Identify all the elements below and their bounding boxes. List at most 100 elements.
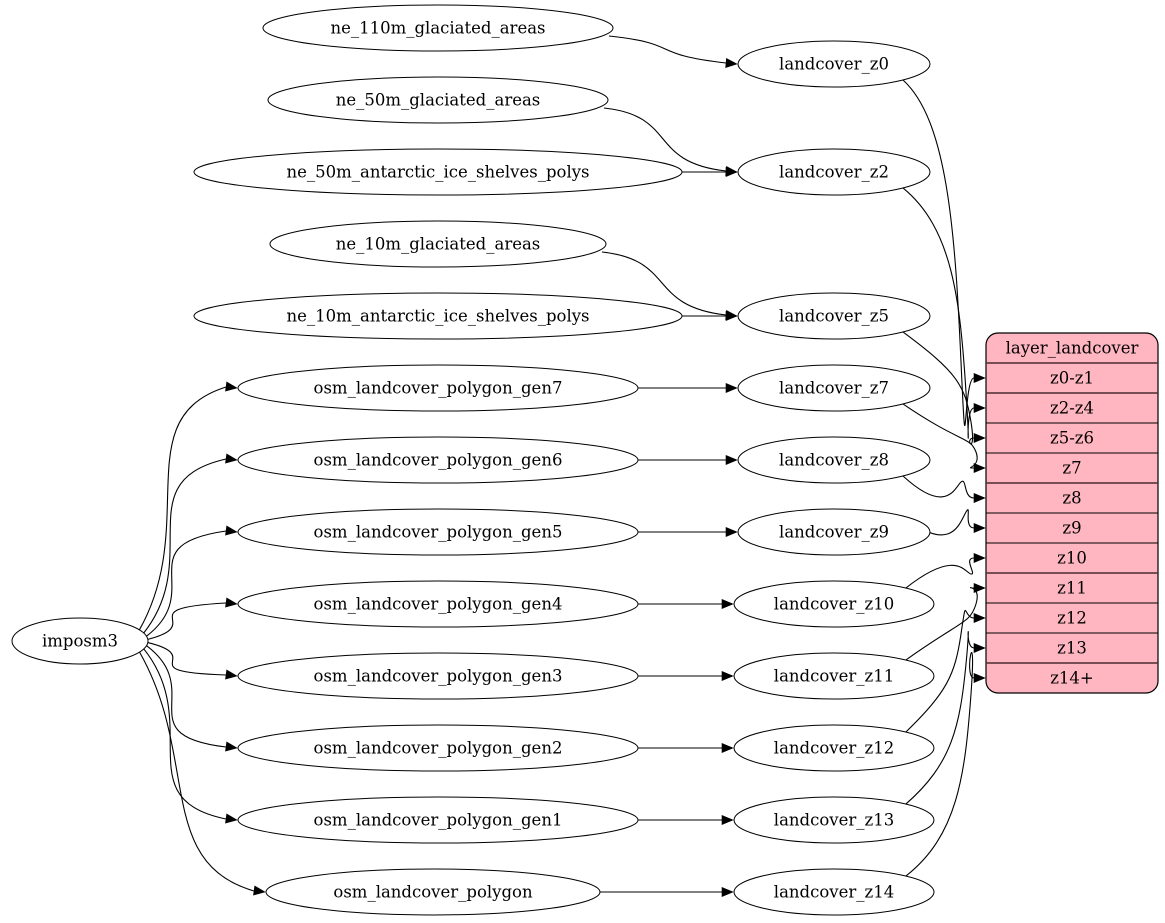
node-lc_z2[interactable] [737,148,931,196]
edge-imposm3-fanout [147,642,227,676]
node-label-lc_z11: landcover_z11 [774,667,894,686]
node-label-ne50m_glaciated: ne_50m_glaciated_areas [336,91,541,110]
node-label-osm_gen5: osm_landcover_polygon_gen5 [314,523,563,542]
edge-arrowhead [973,612,986,624]
node-lc_z12[interactable] [733,724,935,772]
node-imposm3[interactable] [11,617,149,665]
node-ne10m_antarctic[interactable] [193,292,683,340]
edge-arrowhead [225,813,238,824]
table-row-label: z14+ [1050,669,1094,688]
node-label-lc_z8: landcover_z8 [779,451,889,470]
edge-arrowhead [721,742,734,754]
node-osm_gen1[interactable] [237,796,639,844]
nodes-layer [11,4,935,916]
node-lc_z5[interactable] [737,292,931,340]
node-lc_z13[interactable] [733,796,935,844]
edge-arrowhead [225,525,238,536]
node-label-lc_z0: landcover_z0 [779,55,889,74]
edge-to-table-row [902,79,975,427]
node-lc_z14[interactable] [733,868,935,916]
edge-arrowhead [973,552,986,564]
node-osm_gen6[interactable] [237,436,639,484]
edge-arrowhead [973,672,986,684]
node-lc_z10[interactable] [733,580,935,628]
node-osm_gen4[interactable] [237,580,639,628]
node-label-osm_polygon: osm_landcover_polygon [333,883,533,902]
table-row-label: z0-z1 [1050,369,1094,388]
edge-arrowhead [725,57,738,69]
edge-to-table-row [902,403,978,469]
table-row-label: z8 [1062,489,1081,508]
node-osm_gen5[interactable] [237,508,639,556]
edge-arrowhead [973,462,986,474]
edge-node-to-node [601,251,727,316]
node-label-osm_gen4: osm_landcover_polygon_gen4 [314,595,563,614]
node-osm_gen7[interactable] [237,364,639,412]
edge-arrowhead [725,166,738,178]
table-row-label: z13 [1057,639,1087,658]
table-header-label: layer_landcover [1006,339,1139,358]
node-ne110m_glaciated[interactable] [262,4,614,52]
table-row-label: z2-z4 [1050,399,1094,418]
edge-arrowhead [225,597,238,608]
edge-to-table-row [902,475,975,499]
node-label-osm_gen6: osm_landcover_polygon_gen6 [314,451,563,470]
node-ne50m_glaciated[interactable] [267,76,609,124]
node-osm_polygon[interactable] [265,868,601,916]
node-label-lc_z5: landcover_z5 [779,307,889,326]
edge-to-table-row [905,651,975,877]
node-lc_z0[interactable] [737,40,931,88]
edge-arrowhead [721,814,734,826]
edge-imposm3-fanout [139,651,255,892]
edge-arrowhead [725,454,738,466]
edge-imposm3-fanout [143,458,227,634]
node-label-lc_z12: landcover_z12 [774,739,894,758]
table-row-label: z11 [1057,579,1087,598]
edge-arrowhead [225,381,238,392]
table-row-label: z12 [1057,609,1087,628]
edge-node-to-node [603,107,727,172]
edge-arrowhead [225,741,238,752]
node-ne50m_antarctic[interactable] [193,148,683,196]
node-lc_z8[interactable] [737,436,931,484]
node-ne10m_glaciated[interactable] [269,220,607,268]
node-label-osm_gen1: osm_landcover_polygon_gen1 [314,811,563,830]
node-label-lc_z2: landcover_z2 [779,163,889,182]
node-label-ne10m_antarctic: ne_10m_antarctic_ice_shelves_polys [286,307,589,326]
table-layer: layer_landcoverz0-z1z2-z4z5-z6z7z8z9z10z… [985,332,1159,694]
node-label-osm_gen2: osm_landcover_polygon_gen2 [314,739,563,758]
edge-arrowhead [725,310,738,322]
node-osm_gen3[interactable] [237,652,639,700]
edge-imposm3-fanout [146,530,227,637]
node-label-osm_gen7: osm_landcover_polygon_gen7 [314,379,563,398]
edges-layer [138,35,986,898]
node-label-lc_z10: landcover_z10 [774,595,894,614]
edge-imposm3-fanout [138,386,227,631]
edge-to-table-row [905,557,975,589]
node-osm_gen2[interactable] [237,724,639,772]
node-label-ne50m_antarctic: ne_50m_antarctic_ice_shelves_polys [286,163,589,182]
edge-imposm3-fanout [147,602,227,640]
edge-arrowhead [225,453,238,464]
node-label-lc_z9: landcover_z9 [779,523,889,542]
table-row-label: z10 [1057,549,1087,568]
edge-arrowhead [721,670,734,682]
edge-imposm3-fanout [143,648,227,820]
labels-layer: imposm3 ne_110m_glaciated_areas ne_50m_gla… [42,19,894,902]
edge-arrowhead [721,598,734,610]
edge-arrowhead [973,522,986,534]
edge-to-table-row [905,587,978,661]
node-lc_z7[interactable] [737,364,931,412]
node-label-imposm3: imposm3 [42,632,118,651]
edge-arrowhead [973,582,986,594]
node-lc_z11[interactable] [733,652,935,700]
edge-arrowhead [973,402,986,414]
edge-arrowhead [973,642,986,654]
edge-to-table-row [905,609,975,733]
table-row-label: z5-z6 [1050,429,1094,448]
table-row-label: z7 [1062,459,1081,478]
node-lc_z9[interactable] [737,508,931,556]
node-label-ne110m_glaciated: ne_110m_glaciated_areas [330,19,545,38]
edge-to-table-row [905,631,975,805]
